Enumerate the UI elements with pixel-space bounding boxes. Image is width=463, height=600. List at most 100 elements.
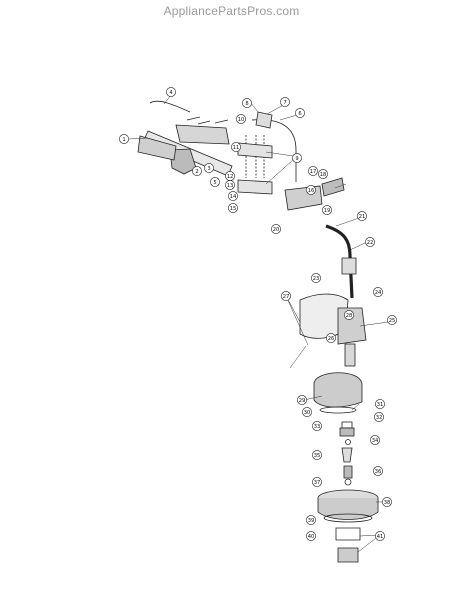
callout-bubble <box>370 435 380 445</box>
callout-number: 20 <box>273 227 280 233</box>
callout-bubble <box>236 114 246 124</box>
callout-bubble <box>322 205 332 215</box>
callout-number: 41 <box>377 534 384 540</box>
callout-28: 28 <box>344 310 354 320</box>
gearbox-spindle <box>344 343 356 367</box>
callout-bubble <box>225 180 235 190</box>
tube-cap <box>255 111 273 129</box>
callout-number: 28 <box>346 313 353 319</box>
callout-bubble <box>231 142 241 152</box>
callout-bubble <box>228 191 238 201</box>
callout-31: 31 <box>375 399 385 409</box>
callout-number: 4 <box>169 90 173 96</box>
callout-39: 39 <box>306 515 316 525</box>
callout-number: 3 <box>207 166 210 172</box>
callout-bubble <box>166 87 176 97</box>
callout-bubble <box>280 97 290 107</box>
callout-number: 2 <box>195 169 198 175</box>
callout-bubble <box>374 412 384 422</box>
callout-bubble <box>312 450 322 460</box>
washer <box>319 406 357 414</box>
callout-number: 6 <box>298 111 301 117</box>
part-drawings <box>137 100 379 563</box>
clamp-lower <box>237 179 273 195</box>
callout-20: 20 <box>271 224 281 234</box>
callout-19: 19 <box>322 205 332 215</box>
bump-knob <box>337 547 359 563</box>
callout-2: 2 <box>192 166 202 176</box>
clamp-upper <box>237 142 273 159</box>
callout-bubble <box>308 166 318 176</box>
callout-24: 24 <box>373 287 383 297</box>
callout-number: 39 <box>308 518 315 524</box>
callout-number: 24 <box>375 290 382 296</box>
callout-bubble <box>295 108 305 118</box>
callout-13: 13 <box>225 180 235 190</box>
callout-bubble <box>344 310 354 320</box>
callout-number: 37 <box>314 480 321 486</box>
small-bolt <box>345 439 351 445</box>
callout-8: 8 <box>242 98 252 108</box>
callout-4: 4 <box>166 87 176 97</box>
trimmer-head-housing <box>313 372 363 408</box>
callout-number: 27 <box>283 294 290 300</box>
callout-bubble <box>292 153 302 163</box>
callout-bubble <box>318 169 328 179</box>
callout-bubble <box>365 237 375 247</box>
screws-top <box>186 116 229 125</box>
callout-number: 36 <box>375 469 382 475</box>
callout-27: 27 <box>281 291 291 301</box>
callout-number: 14 <box>230 194 237 200</box>
callout-35: 35 <box>312 450 322 460</box>
callout-bubble <box>312 421 322 431</box>
callout-bubble <box>297 395 307 405</box>
callout-number: 18 <box>320 172 327 178</box>
callout-26: 26 <box>326 333 336 343</box>
eyelet <box>344 478 352 486</box>
callout-bubble <box>382 497 392 507</box>
callout-38: 38 <box>382 497 392 507</box>
callout-23: 23 <box>311 273 321 283</box>
callout-number: 40 <box>308 534 315 540</box>
callout-number: 8 <box>245 101 248 107</box>
callout-bubble <box>373 287 383 297</box>
callout-number: 19 <box>324 208 331 214</box>
callout-number: 16 <box>308 188 315 194</box>
spool-base <box>323 513 373 523</box>
callout-9: 9 <box>292 153 302 163</box>
callout-bubble <box>387 315 397 325</box>
shaft-clamp <box>341 257 357 275</box>
callout-number: 5 <box>213 180 216 186</box>
callout-number: 26 <box>328 336 335 342</box>
callout-bubble <box>312 477 322 487</box>
callout-number: 29 <box>299 398 306 404</box>
callout-number: 30 <box>304 410 311 416</box>
callout-number: 32 <box>376 415 383 421</box>
callout-number: 31 <box>377 402 384 408</box>
callout-bubble <box>119 134 129 144</box>
callout-number: 21 <box>359 214 366 220</box>
callout-5: 5 <box>210 177 220 187</box>
spring <box>341 447 353 463</box>
callout-bubble <box>375 399 385 409</box>
spool-body <box>317 498 379 520</box>
callout-bubble <box>311 273 321 283</box>
callout-bubble <box>302 407 312 417</box>
callout-3: 3 <box>204 163 214 173</box>
callout-bubble <box>242 98 252 108</box>
callout-number: 17 <box>310 169 317 175</box>
callout-40: 40 <box>306 531 316 541</box>
callout-33: 33 <box>312 421 322 431</box>
site-watermark: AppliancePartsPros.com <box>163 4 300 18</box>
callout-6: 6 <box>295 108 305 118</box>
callout-41: 41 <box>375 531 385 541</box>
callout-number: 38 <box>384 500 391 506</box>
callout-15: 15 <box>228 203 238 213</box>
callout-bubble <box>281 291 291 301</box>
callout-number: 15 <box>230 206 237 212</box>
nut <box>341 421 353 429</box>
throttle-cable <box>149 100 191 113</box>
callout-bubble <box>326 333 336 343</box>
